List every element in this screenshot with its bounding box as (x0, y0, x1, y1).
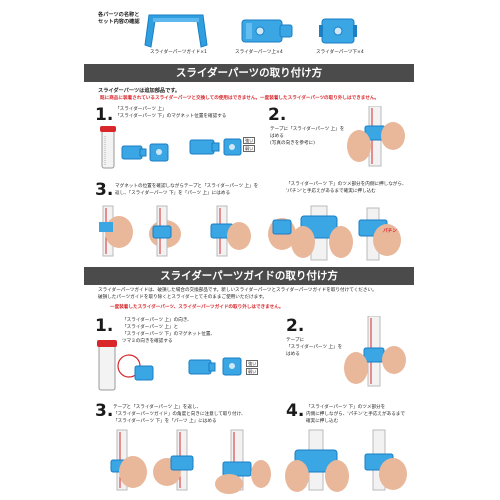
slider-guide-part-image (144, 14, 208, 48)
slider-lower-label: スライダーパーツ下×4 (316, 50, 364, 55)
s1-step3b-line2: 'パチン'と手応えがあるまで確実に押し込む (286, 189, 376, 194)
s1-step2-photo (347, 106, 405, 167)
slider-upper-part-image (241, 19, 293, 43)
s2-step3-4-photos (110, 429, 407, 494)
s2-step2-line3: はめる (286, 352, 300, 357)
s2-step2-photo (344, 316, 406, 387)
section2-warning: 一度装着したスライダーパーツ、スライダーパーツガイドの取り外しはできません。 (110, 305, 284, 310)
s1-step1-line2: 「スライダーパーツ 下」のマグネット位置を確認する (115, 114, 227, 119)
s1-step2-line2: はめる (270, 134, 284, 139)
s1-step2-number: 2. (268, 105, 287, 125)
s2-step2-number: 2. (286, 316, 305, 336)
slider-lower-part-image (319, 18, 357, 44)
parts-heading-line1: 各パーツの名称と (98, 12, 140, 18)
s2-step4-number: 4. (286, 401, 305, 421)
section2-intro2: 破損したパーツガイドを取り除くとスライダーとてそのままご使用いただけます。 (98, 295, 267, 300)
s1-step3-line2: 返し、「スライダーパーツ 下」を「パーツ 上」にはめる (115, 191, 231, 196)
s2-step4-line2: 内側に押しながら、'パチン'と手応えがあるまで (306, 412, 405, 417)
slider-upper-label: スライダーパーツ上×4 (235, 50, 283, 55)
s2-step1-line1: 「スライダーパーツ 上」の向き、 (122, 318, 192, 323)
section1-banner: スライダーパーツの取り付け方 (84, 64, 414, 82)
s1-magnet-weak-tag: 弱い (243, 145, 256, 152)
s2-step1-line3: 「スライダーパーツ 下」のマグネット位置、 (122, 332, 216, 337)
s1-step2-line3: (写真の向きを参考に) (270, 141, 315, 146)
s2-magnet-strong-tag: 強い (246, 360, 259, 367)
s1-step3-number: 3. (95, 180, 114, 200)
s2-step4-line1: 「スライダーパーツ 下」のツメ部分を (306, 405, 386, 410)
s1-step3-line1: マグネットの位置を確認しながらテープと「スライダーパーツ 上」を (115, 184, 259, 189)
s2-step3-number: 3. (95, 401, 114, 421)
s2-step1-line2: 「スライダーパーツ 上」と (122, 325, 179, 330)
s2-step3-line2: 「スライダーパーツガイド」の角度と向きに注意して取り付け、 (113, 412, 246, 417)
section2-intro1: スライダーパーツガイドは、破損した場合の交換部品です。新しいスライダーパーツとス… (98, 288, 377, 293)
s2-step1-illustration (97, 340, 242, 391)
s1-step3-photos (99, 205, 401, 261)
section2-banner: スライダーパーツガイドの取り付け方 (84, 267, 414, 285)
s1-magnet-strong-tag: 強い (243, 137, 256, 144)
s1-step2-line1: テープに「スライダーパーツ 上」を (270, 127, 345, 132)
section1-warning: 既に商品に装着されているスライダーパーツと交換しての使用はできません。一度装着し… (100, 96, 380, 101)
parts-heading-line2: セット内容の確認 (98, 19, 140, 25)
s1-step1-line1: 「スライダーパーツ 上」 (115, 107, 167, 112)
s2-step2-line2: 「スライダーパーツ 上」を (286, 345, 343, 350)
s2-step3-line3: 「スライダーパーツ 下」を「パーツ 上」にはめる (113, 419, 217, 424)
s2-step1-number: 1. (95, 316, 114, 336)
s1-step1-illustration (100, 126, 242, 169)
s2-step2-line1: テープに (286, 338, 305, 343)
s1-step3b-line1: 「スライダーパーツ 下」のツメ部分を内側に押しながら、 (286, 182, 407, 187)
section1-intro: スライダーパーツは追加部品です。 (98, 88, 181, 94)
s2-magnet-weak-tag: 弱い (246, 368, 259, 375)
s2-step1-line4: ツマミの向きを確認する (122, 339, 173, 344)
s1-click-callout: パチン (383, 229, 397, 234)
slider-guide-label: スライダーパーツガイド×1 (150, 50, 207, 55)
s1-step1-number: 1. (95, 105, 114, 125)
s2-step3-line1: テープと「スライダーパーツ 上」を返し、 (113, 405, 202, 410)
s2-step4-line3: 確実に押し込む (306, 419, 339, 424)
